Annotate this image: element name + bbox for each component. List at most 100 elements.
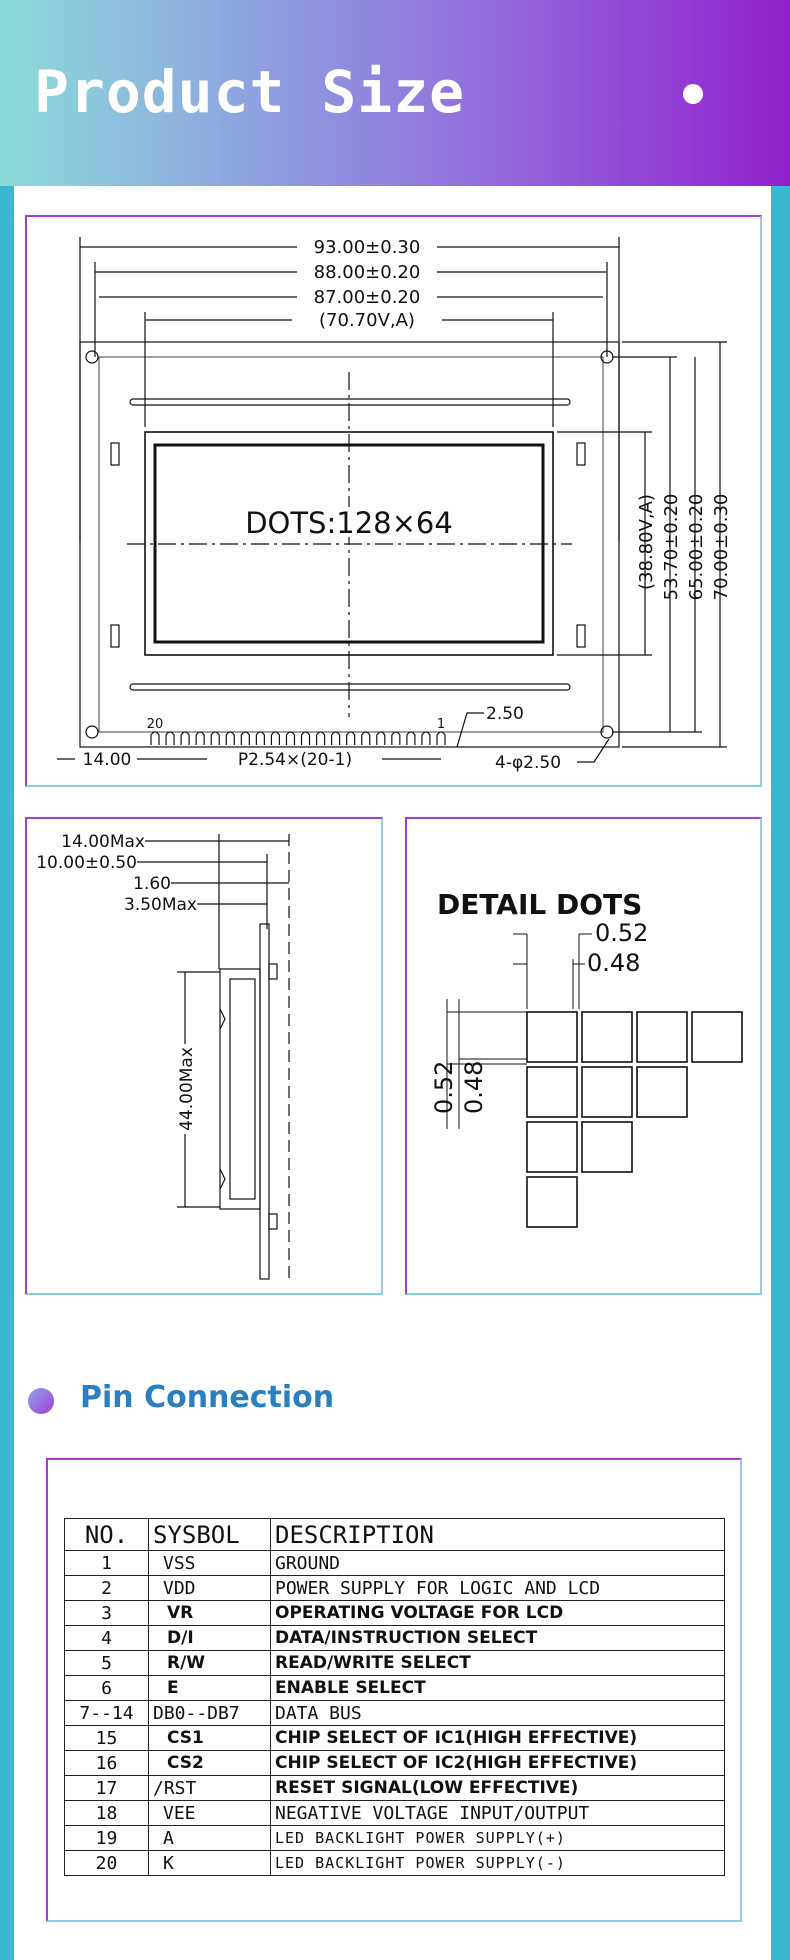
pin-connection-heading: Pin Connection bbox=[28, 1378, 428, 1418]
pin bbox=[421, 731, 431, 745]
pin bbox=[240, 731, 250, 745]
dots-label: DOTS:128×64 bbox=[245, 506, 453, 540]
dim-body-depth-label: 10.00±0.50 bbox=[36, 853, 137, 873]
dim-max-depth-label: 14.00Max bbox=[61, 832, 145, 852]
dim-pin-height-label: 2.50 bbox=[486, 704, 524, 724]
size-x-label: 0.48 bbox=[587, 949, 640, 977]
side-view-panel: 14.00Max 10.00±0.50 1.60 3.50Max 44.00Ma… bbox=[25, 817, 383, 1295]
tab-left-bottom bbox=[110, 624, 120, 648]
bullet-dot bbox=[28, 1388, 54, 1414]
mount-hole-bl bbox=[85, 725, 99, 739]
detail-dots-drawing: DETAIL DOTS 0.52 0.48 0.52 0.48 bbox=[430, 888, 743, 1228]
dim-pin-height-leader bbox=[456, 712, 484, 748]
pin-description: OPERATING VOLTAGE FOR LCD bbox=[270, 1600, 725, 1626]
pin-description: POWER SUPPLY FOR LOGIC AND LCD bbox=[270, 1575, 725, 1601]
pin-table-header: NO. SYSBOL DESCRIPTION bbox=[64, 1518, 725, 1551]
dim-mount-width-label: 88.00±0.20 bbox=[314, 262, 421, 283]
pin-description: CHIP SELECT OF IC2(HIGH EFFECTIVE) bbox=[270, 1750, 725, 1776]
pin bbox=[331, 731, 341, 745]
pin-description: ENABLE SELECT bbox=[270, 1675, 725, 1701]
tab-right-top bbox=[576, 442, 586, 466]
pin bbox=[210, 731, 220, 745]
pin-no: 7--14 bbox=[64, 1700, 149, 1726]
dot-cell bbox=[581, 1011, 633, 1063]
dim-overall-height: 70.00±0.30 bbox=[622, 341, 732, 748]
right-rail bbox=[771, 186, 790, 1960]
pin-symbol: VEE bbox=[148, 1800, 271, 1826]
pin bbox=[391, 731, 401, 745]
dim-mount-width: 88.00±0.20 bbox=[94, 262, 608, 357]
pin-symbol: /RST bbox=[148, 1775, 271, 1801]
lcd-body-side bbox=[219, 968, 261, 1210]
dim-pcb-thick-label: 1.60 bbox=[133, 874, 171, 894]
dim-overall-width: 93.00±0.30 bbox=[79, 237, 620, 542]
pitch-y-label: 0.52 bbox=[430, 1061, 458, 1114]
pin-symbol: VSS bbox=[148, 1550, 271, 1576]
header-banner: Product Size bbox=[0, 0, 790, 186]
pin-no: 15 bbox=[64, 1725, 149, 1751]
dot-cell bbox=[636, 1066, 688, 1118]
pin-no: 16 bbox=[64, 1750, 149, 1776]
dot-cell bbox=[691, 1011, 743, 1063]
pin-description: READ/WRITE SELECT bbox=[270, 1650, 725, 1676]
front-view-panel: 93.00±0.30 88.00±0.20 87.00±0.20 (70.70V… bbox=[25, 215, 762, 787]
dim-holes-leader bbox=[577, 738, 610, 763]
pin bbox=[406, 731, 416, 745]
pin bbox=[225, 731, 235, 745]
header-dot bbox=[683, 84, 703, 104]
pin-connection-title: Pin Connection bbox=[80, 1380, 335, 1415]
dim-pin-offset-label: 14.00 bbox=[83, 750, 132, 770]
mount-hole-tl bbox=[85, 350, 99, 364]
header-description: DESCRIPTION bbox=[270, 1518, 725, 1551]
detail-dots-panel: DETAIL DOTS 0.52 0.48 0.52 0.48 bbox=[405, 817, 762, 1295]
pin-symbol: DB0--DB7 bbox=[148, 1700, 271, 1726]
pin-no: 5 bbox=[64, 1650, 149, 1676]
pin-no: 3 bbox=[64, 1600, 149, 1626]
detail-dots-title: DETAIL DOTS bbox=[437, 888, 642, 921]
pin bbox=[255, 731, 265, 745]
pin-description: NEGATIVE VOLTAGE INPUT/OUTPUT bbox=[270, 1800, 725, 1826]
pin-symbol: A bbox=[148, 1825, 271, 1851]
left-rail bbox=[0, 186, 14, 1960]
dim-overall-height-label: 70.00±0.30 bbox=[711, 494, 732, 601]
side-view-drawing: 14.00Max 10.00±0.50 1.60 3.50Max 44.00Ma… bbox=[36, 832, 290, 1280]
pin-no: 19 bbox=[64, 1825, 149, 1851]
pin-no: 18 bbox=[64, 1800, 149, 1826]
dot-cell bbox=[526, 1066, 578, 1118]
pin bbox=[270, 731, 281, 745]
pin-no: 20 bbox=[64, 1850, 149, 1876]
dim-pcb-height-label: 65.00±0.20 bbox=[686, 494, 707, 601]
dim-overall-width-label: 93.00±0.30 bbox=[314, 237, 421, 258]
dim-pcb-width-label: 87.00±0.20 bbox=[314, 287, 421, 308]
dim-va-width-label: (70.70V,A) bbox=[319, 310, 415, 331]
dim-pin-len-label: 3.50Max bbox=[124, 895, 197, 915]
dim-pin-pitch-label: P2.54×(20-1) bbox=[238, 750, 352, 770]
pin-description: DATA BUS bbox=[270, 1700, 725, 1726]
dot-cell bbox=[526, 1011, 578, 1063]
pin bbox=[285, 731, 296, 745]
tab-right-bottom bbox=[576, 624, 586, 648]
pin-symbol: K bbox=[148, 1850, 271, 1876]
tab-left-top bbox=[110, 442, 120, 466]
pin-no: 17 bbox=[64, 1775, 149, 1801]
pin bbox=[361, 731, 371, 745]
pin-last-label: 1 bbox=[437, 717, 445, 732]
dot-grid bbox=[526, 1011, 743, 1228]
dot-cell bbox=[581, 1121, 633, 1173]
module-outline bbox=[79, 341, 620, 748]
pin-symbol: CS2 bbox=[148, 1750, 271, 1776]
pin-symbol: CS1 bbox=[148, 1725, 271, 1751]
pin bbox=[436, 731, 446, 745]
pin-description: GROUND bbox=[270, 1550, 725, 1576]
pin-symbol: VR bbox=[148, 1600, 271, 1626]
pin-no: 6 bbox=[64, 1675, 149, 1701]
pcb-side bbox=[259, 923, 270, 1280]
